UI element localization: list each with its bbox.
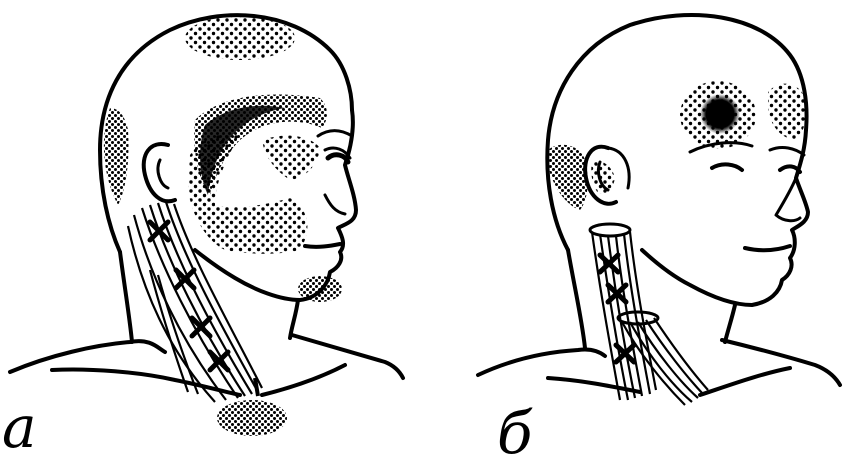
panel-a-mouth (305, 244, 340, 247)
panel-b-head-outline (547, 15, 806, 250)
panel-b-shoulder-right (722, 340, 840, 385)
panel-a-clavicle-right (262, 365, 345, 395)
panel-label-b: б (497, 404, 532, 462)
panel-b-mouth (745, 246, 790, 250)
panel-a-neck-back (120, 252, 132, 342)
panel-a-shoulder-right (292, 335, 403, 378)
panel-a-neck-front (290, 300, 298, 338)
panel-b-face-profile (642, 130, 808, 305)
panel-b-neck-front (725, 305, 735, 342)
panel-label-a: а (2, 398, 37, 456)
panel-b-eye-right (780, 166, 800, 172)
panel-b-neck-muscle (590, 224, 708, 405)
panel-b-shoulder-line (478, 349, 605, 375)
panel-a-nose (325, 195, 345, 214)
panel-a-shoulder-line (10, 341, 165, 372)
panel-b-eye-left (712, 164, 742, 170)
panel-b-neck-back (568, 250, 585, 348)
panel-b-clavicle-right (700, 368, 790, 395)
panel-a-eyebrow (318, 131, 352, 136)
panel-b-pain-zones (548, 81, 806, 210)
